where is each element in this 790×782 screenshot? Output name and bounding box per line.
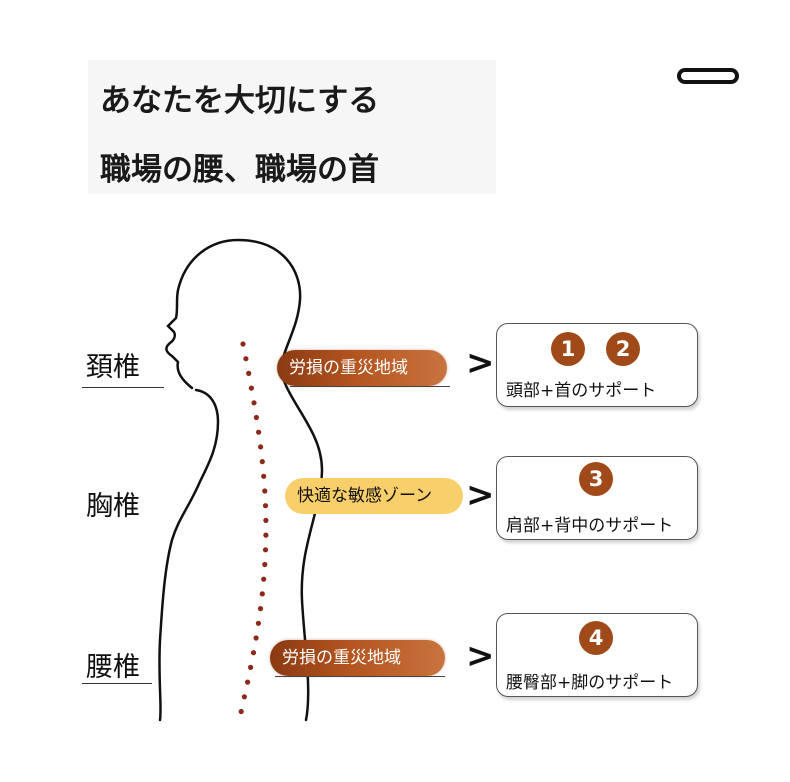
number-badge: 1 xyxy=(551,332,585,366)
divider-line xyxy=(275,676,445,677)
spine-dot xyxy=(255,620,261,626)
header-background xyxy=(88,60,496,194)
zone-pill-lumbar: 労損の重災地域 xyxy=(270,640,445,676)
spine-dot xyxy=(253,414,259,421)
menu-pill-icon[interactable] xyxy=(677,68,739,84)
spine-dot xyxy=(258,444,264,450)
spine-label-cervical: 頚椎 xyxy=(86,352,140,383)
spine-dot xyxy=(248,664,254,671)
spine-dot xyxy=(241,694,247,700)
divider-line xyxy=(82,387,164,388)
chevron-right-icon: > xyxy=(466,475,495,515)
spine-dot xyxy=(240,341,246,347)
spine-dot xyxy=(253,635,259,641)
number-badge: 2 xyxy=(606,332,640,366)
divider-line xyxy=(82,683,152,684)
support-box-shoulder-back: 3 肩部+背中のサポート xyxy=(496,456,698,540)
spine-dots xyxy=(238,341,269,715)
chevron-right-icon: > xyxy=(466,636,495,676)
divider-line xyxy=(290,386,450,387)
chevron-right-icon: > xyxy=(466,343,495,383)
spine-dot xyxy=(238,708,244,715)
zone-text: 労損の重災地域 xyxy=(289,358,408,378)
zone-text: 快適な敏感ゾーン xyxy=(297,486,433,506)
support-box-hip-leg: 4 腰臀部+脚のサポート xyxy=(496,613,698,697)
support-box-head-neck: 1 2 頭部+首のサポート xyxy=(496,323,698,407)
spine-dot xyxy=(262,488,268,494)
number-badge: 3 xyxy=(579,462,613,496)
spine-dot xyxy=(261,576,267,582)
zone-pill-thoracic: 快適な敏感ゾーン xyxy=(285,478,463,514)
support-text: 腰臀部+脚のサポート xyxy=(506,673,674,693)
spine-dot xyxy=(243,356,249,362)
spine-dot xyxy=(263,517,269,524)
body-outline xyxy=(165,238,324,722)
spine-dot xyxy=(259,591,265,597)
zone-text: 労損の重災地域 xyxy=(282,648,401,668)
spine-dot xyxy=(256,429,262,435)
spine-dot xyxy=(245,679,251,685)
support-text: 肩部+背中のサポート xyxy=(506,516,674,536)
spine-dot xyxy=(262,561,268,568)
spine-dot xyxy=(262,503,269,509)
zone-pill-cervical: 労損の重災地域 xyxy=(277,350,447,386)
spine-dot xyxy=(251,400,257,406)
title-line-1: あなたを大切にする xyxy=(100,83,380,119)
spine-dot xyxy=(262,547,269,553)
spine-dot xyxy=(246,370,252,376)
support-text: 頭部+首のサポート xyxy=(506,381,657,401)
spine-dot xyxy=(257,606,264,612)
spine-label-lumbar: 腰椎 xyxy=(86,652,140,683)
spine-dot xyxy=(259,459,265,465)
spine-dot xyxy=(248,385,254,391)
spine-dot xyxy=(261,473,267,479)
title-line-2: 職場の腰、職場の首 xyxy=(100,152,379,188)
front-outline xyxy=(158,388,220,722)
spine-dot xyxy=(250,650,257,656)
spine-dot xyxy=(263,532,269,538)
spine-label-thoracic: 胸椎 xyxy=(86,491,140,522)
number-badge: 4 xyxy=(579,621,613,655)
